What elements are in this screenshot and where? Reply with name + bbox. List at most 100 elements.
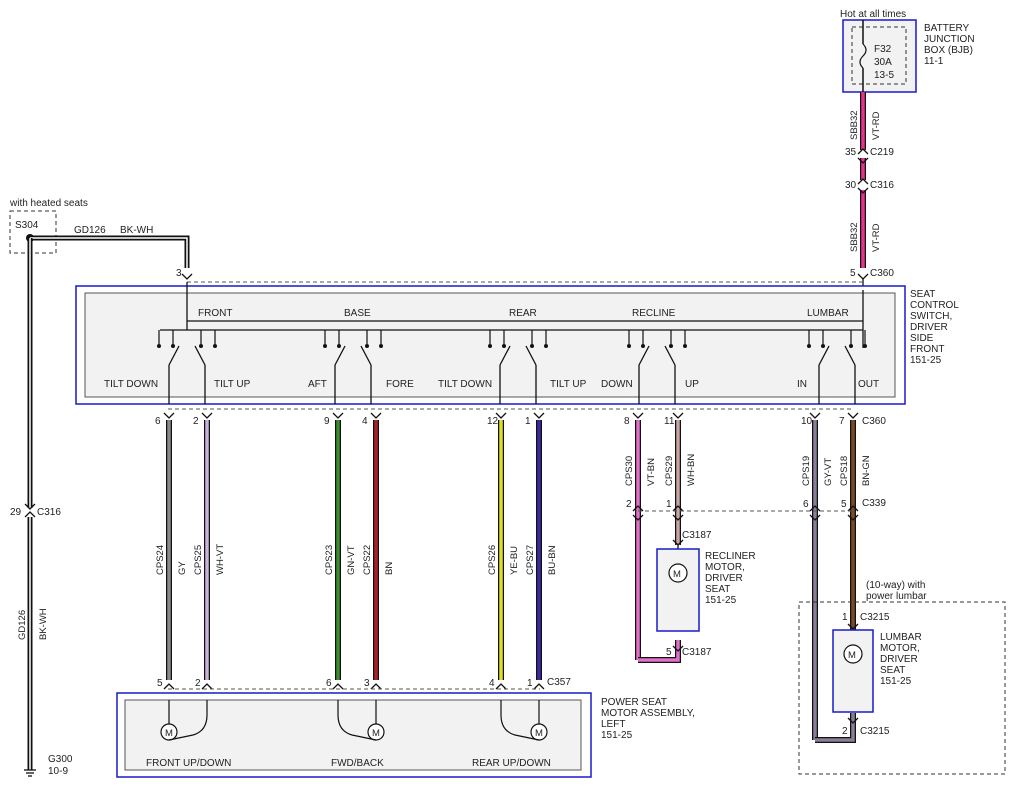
lumbar-option-2: power lumbar [866,591,927,602]
wire-pin-top: 1 [525,416,531,427]
wire-circuit-label: CPS19 [801,456,812,486]
wire-color-label: YE-BU [509,546,520,575]
feed-color-upper: VT-RD [871,111,882,140]
recliner-label-2: MOTOR, [705,562,745,573]
psm-label-2: MOTOR ASSEMBLY, [601,708,695,719]
lumbar-label-1: LUMBAR [880,632,922,643]
c360-feed-label: C360 [870,268,894,279]
c339-label: C339 [862,498,886,509]
recliner-label-5: 151-25 [705,595,737,606]
wire-circuit-label: CPS18 [839,456,850,486]
c3187-bottom-label: C3187 [682,647,712,658]
s304-label: S304 [15,220,39,231]
wire-circuit-label: CPS29 [664,456,675,486]
c357-label: C357 [547,677,571,688]
pos-recline-up: UP [685,379,699,390]
switch-label-4: DRIVER [910,322,948,333]
section-recline: RECLINE [632,308,676,319]
wire-circuit-label: CPS27 [525,545,536,575]
fuse-amps: 30A [874,57,892,68]
ground-name: G300 [48,754,73,765]
lumbar-label-4: SEAT [880,665,905,676]
switch-label-1: SEAT [910,289,935,300]
wire-pin-top: 2 [193,416,199,427]
lumbar-option-box [798,601,1006,775]
wire-pin-bottom: 3 [364,678,370,689]
switch-ground-pin: 3 [176,268,182,279]
c360-feed-pin: 5 [850,268,856,279]
recliner-label-1: RECLINER [705,551,756,562]
switch-section-4 [807,330,867,404]
wire-color-label: GY-VT [823,458,834,486]
psm-label-1: POWER SEAT [601,697,667,708]
c219-pin: 35 [845,147,857,158]
psm-motor-2: M [500,700,548,741]
feed-c316-pin: 30 [845,180,857,191]
wire-pin-top: 10 [801,416,813,427]
section-base: BASE [344,308,371,319]
switch-contacts [157,330,867,404]
lumbar-label-5: 151-25 [880,676,912,687]
wire-pin-bottom: 2 [195,678,201,689]
svg-text:M: M [535,728,543,739]
switch-label-7: 151-25 [910,355,942,366]
wire-pin-bottom: 5 [157,678,163,689]
bjb-box [842,19,917,93]
switch-section-3 [627,330,687,404]
wire-pin-bottom: 1 [527,678,533,689]
c3215-top-pin: 1 [842,612,848,623]
c360-bottom-label: C360 [862,416,886,427]
lumbar-motor-box [832,629,874,713]
pos-lumbar-in: IN [797,379,807,390]
pos-rear-tilt-up: TILT UP [550,379,587,390]
pos-front-tilt-up: TILT UP [214,379,251,390]
feed-circuit-upper: SBB32 [849,110,860,140]
wire-color-label: BU-BN [547,545,558,575]
wire-pin-top: 4 [362,416,368,427]
wire-pin-top: 11 [664,416,675,427]
svg-text:M: M [673,569,681,580]
psm-function-rear: REAR UP/DOWN [472,758,551,769]
c3215-bottom-pin: 2 [842,726,848,737]
wire-pin-bottom: 6 [803,499,809,510]
fuse-number: F32 [874,44,892,55]
feed-color-lower: VT-RD [871,223,882,252]
feed-circuit-lower: SBB32 [849,222,860,252]
recliner-motor-box [656,548,700,632]
wire-circuit-label: CPS30 [624,456,635,486]
section-front: FRONT [198,308,232,319]
psm-label-3: LEFT [601,719,625,730]
wire-pin-bottom: 5 [841,499,847,510]
svg-text:M: M [372,728,380,739]
c3187-pin: 5 [666,647,672,658]
wire-pin-bottom: 4 [489,678,495,689]
bjb-label-2: JUNCTION [924,34,975,45]
lumbar-label-2: MOTOR, [880,643,920,654]
wire-color-label: WH-VT [215,544,226,575]
psm-motor-1: M [337,700,385,741]
ground-symbol-icon [24,769,36,777]
pos-base-fore: FORE [386,379,414,390]
c3187-top-label: C3187 [682,530,712,541]
pos-base-aft: AFT [308,379,327,390]
switch-label-5: SIDE [910,333,934,344]
wire-color-label: WH-BN [686,454,697,486]
wire-pin-top: 7 [839,416,845,427]
wire-pin-top: 6 [155,416,161,427]
wire-circuit-label: CPS24 [155,545,166,575]
wire-color-label: BN [384,562,395,575]
c219-label: C219 [870,147,894,158]
bk-wh-wire-top [30,235,190,268]
wire-pin-top: 12 [487,416,499,427]
lumbar-label-3: DRIVER [880,654,918,665]
lumbar-motor-icon [843,644,863,664]
switch-section-0 [157,330,217,404]
s304-box [9,210,57,254]
